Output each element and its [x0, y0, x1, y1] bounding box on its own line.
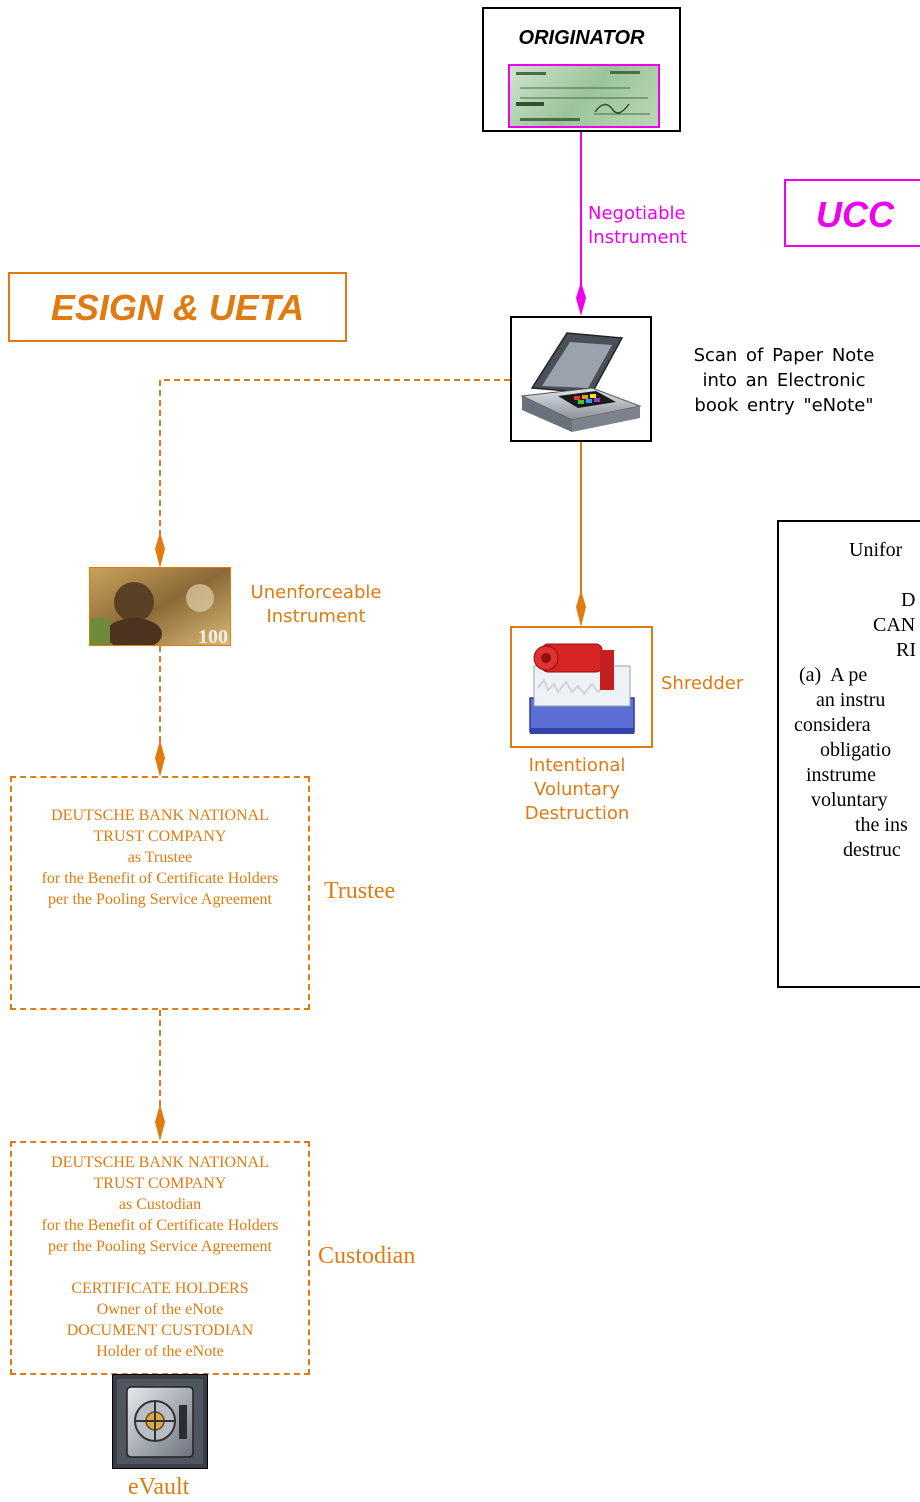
- ucc-box: UCC: [784, 179, 920, 247]
- negotiable-line2: Instrument: [588, 227, 688, 248]
- shredder-arrowhead: [576, 590, 586, 627]
- evault-icon: [112, 1374, 208, 1469]
- negotiable-arrowhead: [576, 282, 586, 316]
- custodian-line1: DEUTSCHE BANK NATIONAL: [51, 1154, 269, 1171]
- ucc-text-line9: instrume: [806, 764, 876, 786]
- custodian-label: Custodian: [318, 1243, 416, 1269]
- trustee-text: DEUTSCHE BANK NATIONAL TRUST COMPANY as …: [12, 805, 308, 910]
- custodian-text: DEUTSCHE BANK NATIONAL TRUST COMPANY as …: [12, 1152, 308, 1362]
- shredder-label: Shredder: [661, 673, 744, 694]
- trustee-arrowhead: [155, 740, 165, 777]
- scanner-box: [510, 316, 652, 442]
- banknote-value: 100: [198, 626, 228, 646]
- ucc-text-line12: destruc: [843, 839, 901, 861]
- originator-box: ORIGINATOR: [482, 7, 681, 132]
- trustee-line2: TRUST COMPANY: [93, 828, 227, 845]
- negotiable-line1: Negotiable: [588, 203, 686, 224]
- shredder-caption-line1: Intentional: [528, 755, 626, 776]
- ucc-text-box: Unifor D CAN RI (a) A pe an instru consi…: [777, 520, 920, 988]
- unenforceable-arrowhead: [155, 532, 165, 568]
- scanner-caption: Scan of Paper Note into an Electronic bo…: [664, 343, 904, 418]
- shredder-caption-line2: Voluntary: [534, 779, 620, 800]
- ucc-text: Unifor D CAN RI (a) A pe an instru consi…: [779, 538, 920, 863]
- trustee-line3: as Trustee: [127, 849, 193, 866]
- esign-ueta-label: ESIGN & UETA: [50, 287, 305, 328]
- ucc-text-line6: an instru: [816, 689, 886, 711]
- unenforceable-connector: [159, 379, 510, 548]
- custodian-arrowhead: [155, 1104, 165, 1141]
- ucc-text-line10: voluntary: [811, 789, 888, 811]
- custodian-line4: for the Benefit of Certificate Holders: [41, 1217, 279, 1234]
- ucc-text-line4: RI: [896, 639, 916, 661]
- trustee-line4: for the Benefit of Certificate Holders: [41, 870, 279, 887]
- custodian-line3: as Custodian: [118, 1196, 202, 1213]
- unenforceable-line2: Instrument: [266, 606, 366, 627]
- custodian-box: DEUTSCHE BANK NATIONAL TRUST COMPANY as …: [10, 1141, 310, 1375]
- unenforceable-label: Unenforceable Instrument: [240, 581, 392, 629]
- custodian-line9: Holder of the eNote: [96, 1343, 224, 1360]
- ucc-text-line5: (a) A pe: [799, 664, 868, 686]
- custodian-line5: per the Pooling Service Agreement: [48, 1238, 272, 1255]
- ucc-label: UCC: [816, 194, 894, 235]
- scanner-caption-line1: Scan of Paper Note: [693, 345, 875, 366]
- check-image: [508, 64, 660, 128]
- ucc-text-line11: the ins: [855, 814, 908, 836]
- shredder-box: [510, 626, 653, 748]
- banknote-image: 100: [89, 567, 231, 646]
- trustee-box: DEUTSCHE BANK NATIONAL TRUST COMPANY as …: [10, 776, 310, 1010]
- scanner-caption-line3: book entry "eNote": [694, 395, 874, 416]
- scanner-image: [520, 332, 642, 432]
- trustee-line5: per the Pooling Service Agreement: [48, 891, 272, 908]
- shredder-image: [529, 643, 635, 734]
- esign-ueta-box: ESIGN & UETA: [8, 272, 347, 342]
- negotiable-label: Negotiable Instrument: [588, 202, 687, 250]
- trustee-line1: DEUTSCHE BANK NATIONAL: [51, 807, 269, 824]
- ucc-text-line8: obligatio: [820, 739, 892, 761]
- custodian-line8: DOCUMENT CUSTODIAN: [66, 1322, 254, 1339]
- trustee-label: Trustee: [324, 878, 396, 904]
- shredder-caption: Intentional Voluntary Destruction: [497, 754, 657, 826]
- originator-title: ORIGINATOR: [518, 27, 645, 49]
- ucc-text-line2: D: [901, 589, 916, 611]
- custodian-line2: TRUST COMPANY: [93, 1175, 227, 1192]
- scanner-caption-line2: into an Electronic: [702, 370, 866, 391]
- ucc-text-line3: CAN: [873, 614, 916, 636]
- custodian-line7: Owner of the eNote: [96, 1301, 224, 1318]
- custodian-line6: CERTIFICATE HOLDERS: [71, 1280, 249, 1297]
- shredder-caption-line3: Destruction: [524, 803, 630, 824]
- unenforceable-line1: Unenforceable: [250, 582, 382, 603]
- ucc-text-line1: Unifor: [849, 539, 903, 561]
- ucc-text-line7: considera: [794, 714, 871, 736]
- evault-label: eVault: [128, 1474, 190, 1500]
